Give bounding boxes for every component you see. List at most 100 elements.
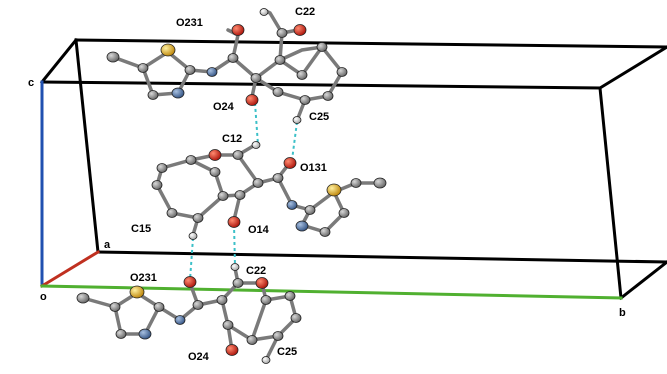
atom-carbon <box>272 173 284 183</box>
atom-carbon <box>284 291 296 301</box>
label-bot-o24: O24 <box>188 351 210 363</box>
atom-carbon <box>246 335 258 345</box>
atom-carbon <box>232 150 244 160</box>
atom-carbon <box>336 67 348 77</box>
atom-hydrogen <box>261 356 271 364</box>
hbond-o14-h22 <box>233 223 236 267</box>
atom-carbon <box>192 213 204 223</box>
atom-carbon <box>109 302 121 312</box>
label-mid-c12: C12 <box>222 133 242 145</box>
atom-carbon <box>272 87 284 97</box>
atom-carbon <box>217 191 229 201</box>
axis-label-c: c <box>28 77 34 89</box>
label-mid-c15: C15 <box>131 223 151 235</box>
atom-hydrogen <box>251 141 261 149</box>
atom-carbon <box>227 53 239 63</box>
atom-hydrogen <box>230 263 240 271</box>
label-top-c22: C22 <box>295 6 315 18</box>
hbond-h25-o131 <box>291 121 298 161</box>
atom-carbon <box>115 329 127 339</box>
atom-carbon <box>296 70 308 80</box>
atom-oxygen <box>227 216 241 228</box>
label-mid-o14: O14 <box>248 224 270 236</box>
cell-edge-front-right <box>598 86 623 300</box>
cell-edge-back-bottom <box>96 250 667 264</box>
atom-carbon <box>316 42 328 52</box>
atom-carbon <box>137 63 149 73</box>
atom-nitrogen <box>171 87 185 99</box>
atom-carbon <box>216 295 228 305</box>
hydrogen-bonds <box>189 102 298 281</box>
atom-nitrogen <box>286 200 298 210</box>
atom-oxygen <box>208 149 222 161</box>
atom-carbon <box>192 300 204 310</box>
unit-cell <box>39 37 667 301</box>
label-mid-o131: O131 <box>300 162 327 174</box>
atom-carbon <box>106 51 120 63</box>
atom-carbon <box>338 208 350 218</box>
atom-sulfur <box>129 285 145 299</box>
label-top-c25: C25 <box>309 111 329 123</box>
atom-nitrogen <box>174 315 186 325</box>
label-top-o231: O231 <box>176 17 203 29</box>
cell-edge-bottom-right <box>618 260 667 301</box>
atom-nitrogen <box>206 67 218 77</box>
atom-hydrogen <box>188 232 198 240</box>
label-bot-c25: C25 <box>277 346 297 358</box>
atom-oxygen <box>225 344 239 356</box>
axis-label-origin: o <box>40 291 47 303</box>
atom-carbon <box>260 295 272 305</box>
atom-nitrogen <box>295 220 309 232</box>
atom-carbon <box>153 302 165 312</box>
atom-carbon <box>299 95 311 105</box>
atom-carbon <box>252 178 264 188</box>
atom-carbon <box>185 155 197 165</box>
atom-oxygen <box>183 276 197 288</box>
label-top-o24: O24 <box>213 101 235 113</box>
atom-carbon <box>166 208 178 218</box>
atom-carbon <box>209 167 221 177</box>
atom-oxygen <box>293 24 307 36</box>
atom-carbon <box>272 331 284 341</box>
atom-carbon <box>250 73 262 83</box>
atom-carbon <box>304 205 316 215</box>
cell-edge-back-left <box>74 38 100 254</box>
cell-edge-front-top <box>40 80 602 90</box>
atom-oxygen <box>231 24 245 36</box>
cell-edge-top-left <box>39 37 79 85</box>
atom-oxygen <box>255 277 269 289</box>
axis-label-b: b <box>619 307 626 319</box>
atom-carbon <box>350 178 362 188</box>
atom-carbon <box>234 190 246 200</box>
hbond-h15-o231 <box>189 237 194 281</box>
atom-oxygen <box>283 157 297 169</box>
cell-edge-top-right <box>597 45 667 91</box>
atom-carbon <box>290 313 302 323</box>
atom-sulfur <box>326 183 342 197</box>
atom-carbon <box>232 278 244 288</box>
atom-oxygen <box>245 94 259 106</box>
atom-hydrogen <box>292 116 302 124</box>
atom-labels: C22 O231 O24 C25 C12 O131 C15 O14 O231 C… <box>130 6 329 363</box>
atom-carbon <box>184 65 196 75</box>
atom-carbon <box>274 55 286 65</box>
hbond-o24-h12 <box>254 102 259 146</box>
axis-a-line <box>39 249 101 289</box>
atom-carbon <box>319 227 331 237</box>
atom-carbon <box>147 90 159 100</box>
atoms <box>76 8 387 364</box>
atom-carbon <box>373 177 387 189</box>
atom-hydrogen <box>259 8 269 16</box>
label-bot-c22: C22 <box>246 265 266 277</box>
axis-labels: c a o b <box>28 77 626 319</box>
atom-carbon <box>322 91 334 101</box>
atom-carbon <box>76 292 90 304</box>
atom-carbon <box>222 320 234 330</box>
axis-label-a: a <box>104 239 111 251</box>
atom-carbon <box>276 28 288 38</box>
label-bot-o231: O231 <box>130 272 157 284</box>
atom-carbon <box>151 180 163 190</box>
cell-edge-back-top <box>74 38 667 49</box>
